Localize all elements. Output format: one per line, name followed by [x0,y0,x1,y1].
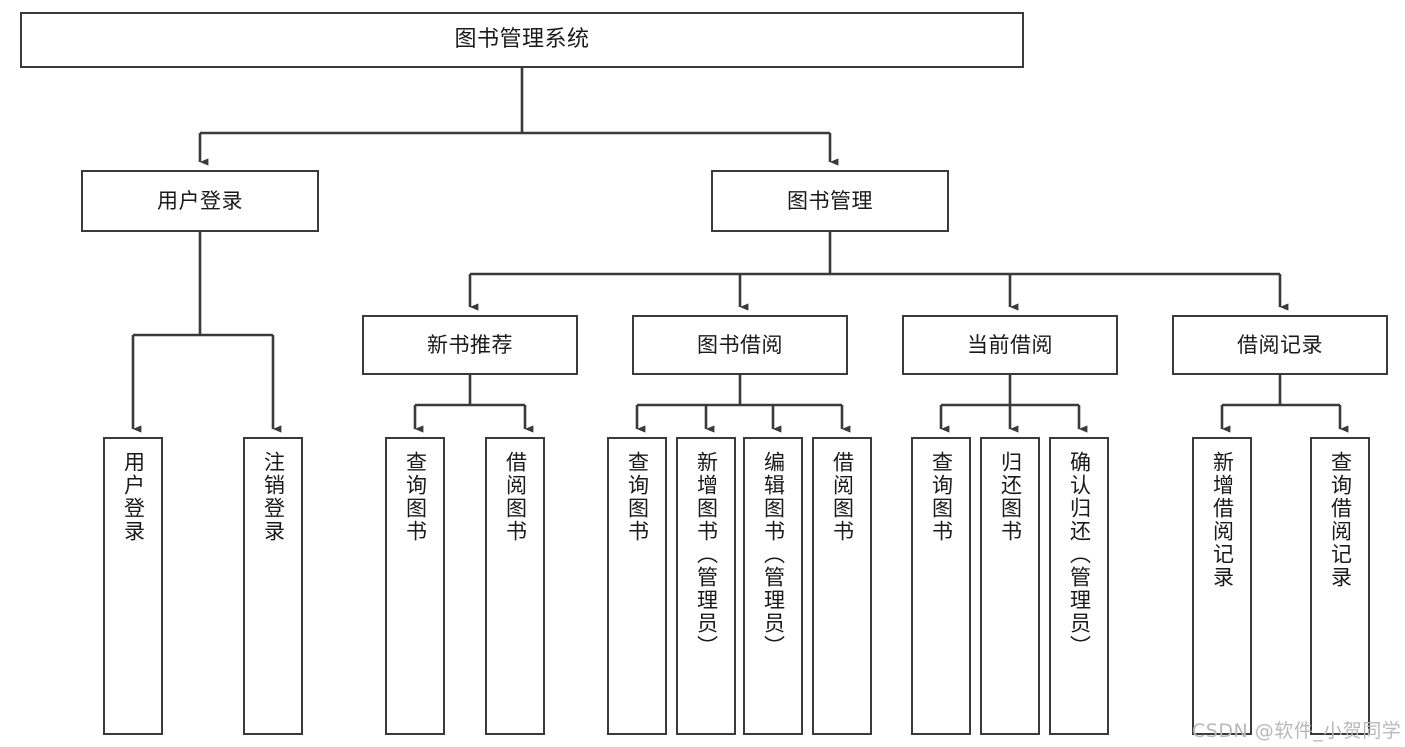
node-label: 用户登录 [121,451,146,543]
node-leaf-newbook-borrow-book[interactable]: 借阅图书 [485,437,545,735]
node-current-borrowing[interactable]: 当前借阅 [902,315,1118,375]
node-label: 查询图书 [929,451,954,543]
node-book-management[interactable]: 图书管理 [711,170,949,232]
node-leaf-borrow-add-book-admin[interactable]: 新增图书（管理员） [676,437,736,735]
node-label: 借阅图书 [503,451,528,543]
node-leaf-user-login-signin[interactable]: 用户登录 [103,437,163,735]
node-leaf-record-add-record[interactable]: 新增借阅记录 [1192,437,1252,735]
node-label: 新增借阅记录 [1210,451,1235,589]
node-root-library-management-system[interactable]: 图书管理系统 [20,12,1024,68]
node-label: 查询图书 [403,451,428,543]
node-label: 借阅图书 [830,451,855,543]
node-borrowing-record[interactable]: 借阅记录 [1172,315,1388,375]
node-label: 图书借阅 [697,332,783,357]
node-label: 新书推荐 [427,332,513,357]
node-leaf-current-confirm-return-admin[interactable]: 确认归还（管理员） [1049,437,1109,735]
node-label: 查询借阅记录 [1328,451,1353,589]
node-label: 归还图书 [998,451,1023,543]
node-label: 查询图书 [625,451,650,543]
node-leaf-current-return-book[interactable]: 归还图书 [980,437,1040,735]
node-label: 注销登录 [261,451,286,543]
node-book-borrowing[interactable]: 图书借阅 [632,315,848,375]
node-label: 图书管理 [787,188,873,213]
node-label: 新增图书（管理员） [694,451,719,658]
node-leaf-current-query-book[interactable]: 查询图书 [911,437,971,735]
node-label: 编辑图书（管理员） [761,451,786,658]
node-label: 用户登录 [157,188,243,213]
node-leaf-borrow-borrow-book[interactable]: 借阅图书 [812,437,872,735]
node-leaf-borrow-edit-book-admin[interactable]: 编辑图书（管理员） [743,437,803,735]
node-leaf-user-login-signout[interactable]: 注销登录 [243,437,303,735]
node-label: 图书管理系统 [454,27,590,53]
node-new-book-recommendation[interactable]: 新书推荐 [362,315,578,375]
node-leaf-newbook-query-book[interactable]: 查询图书 [385,437,445,735]
node-label: 确认归还（管理员） [1067,451,1092,658]
node-leaf-record-query-record[interactable]: 查询借阅记录 [1310,437,1370,735]
node-label: 当前借阅 [967,332,1053,357]
node-leaf-borrow-query-book[interactable]: 查询图书 [607,437,667,735]
node-label: 借阅记录 [1237,332,1323,357]
node-user-login[interactable]: 用户登录 [81,170,319,232]
